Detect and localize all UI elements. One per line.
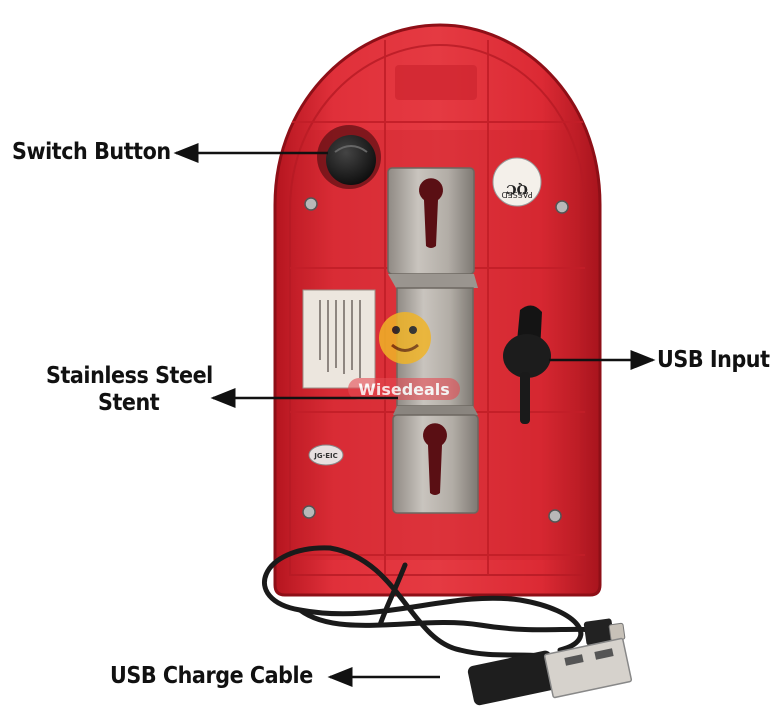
qc-passed-sticker: PASSED QC [492, 157, 542, 207]
usb-a-plug [467, 637, 633, 706]
callout-arrows [173, 143, 656, 687]
svg-text:PASSED: PASSED [501, 190, 532, 199]
brand-emblem: JG·EIC [308, 444, 344, 466]
usb-cable-label: USB Charge Cable [110, 663, 313, 689]
switch-button-knob [317, 125, 381, 189]
usb-input-port [503, 305, 551, 424]
stent-label-line2: Stent [98, 390, 160, 416]
svg-text:QC: QC [506, 181, 528, 196]
barrel-connector [583, 618, 626, 646]
steel-stent-bracket [387, 167, 479, 514]
svg-text:JG·EIC: JG·EIC [313, 452, 338, 460]
product-label-sticker [302, 289, 376, 389]
watermark-logo: Wisedeals [348, 312, 460, 400]
usb-input-label: USB Input [657, 347, 770, 373]
stent-label-line1: Stainless Steel [46, 363, 213, 389]
svg-text:Wisedeals: Wisedeals [358, 380, 450, 399]
switch-button-label: Switch Button [12, 139, 171, 165]
